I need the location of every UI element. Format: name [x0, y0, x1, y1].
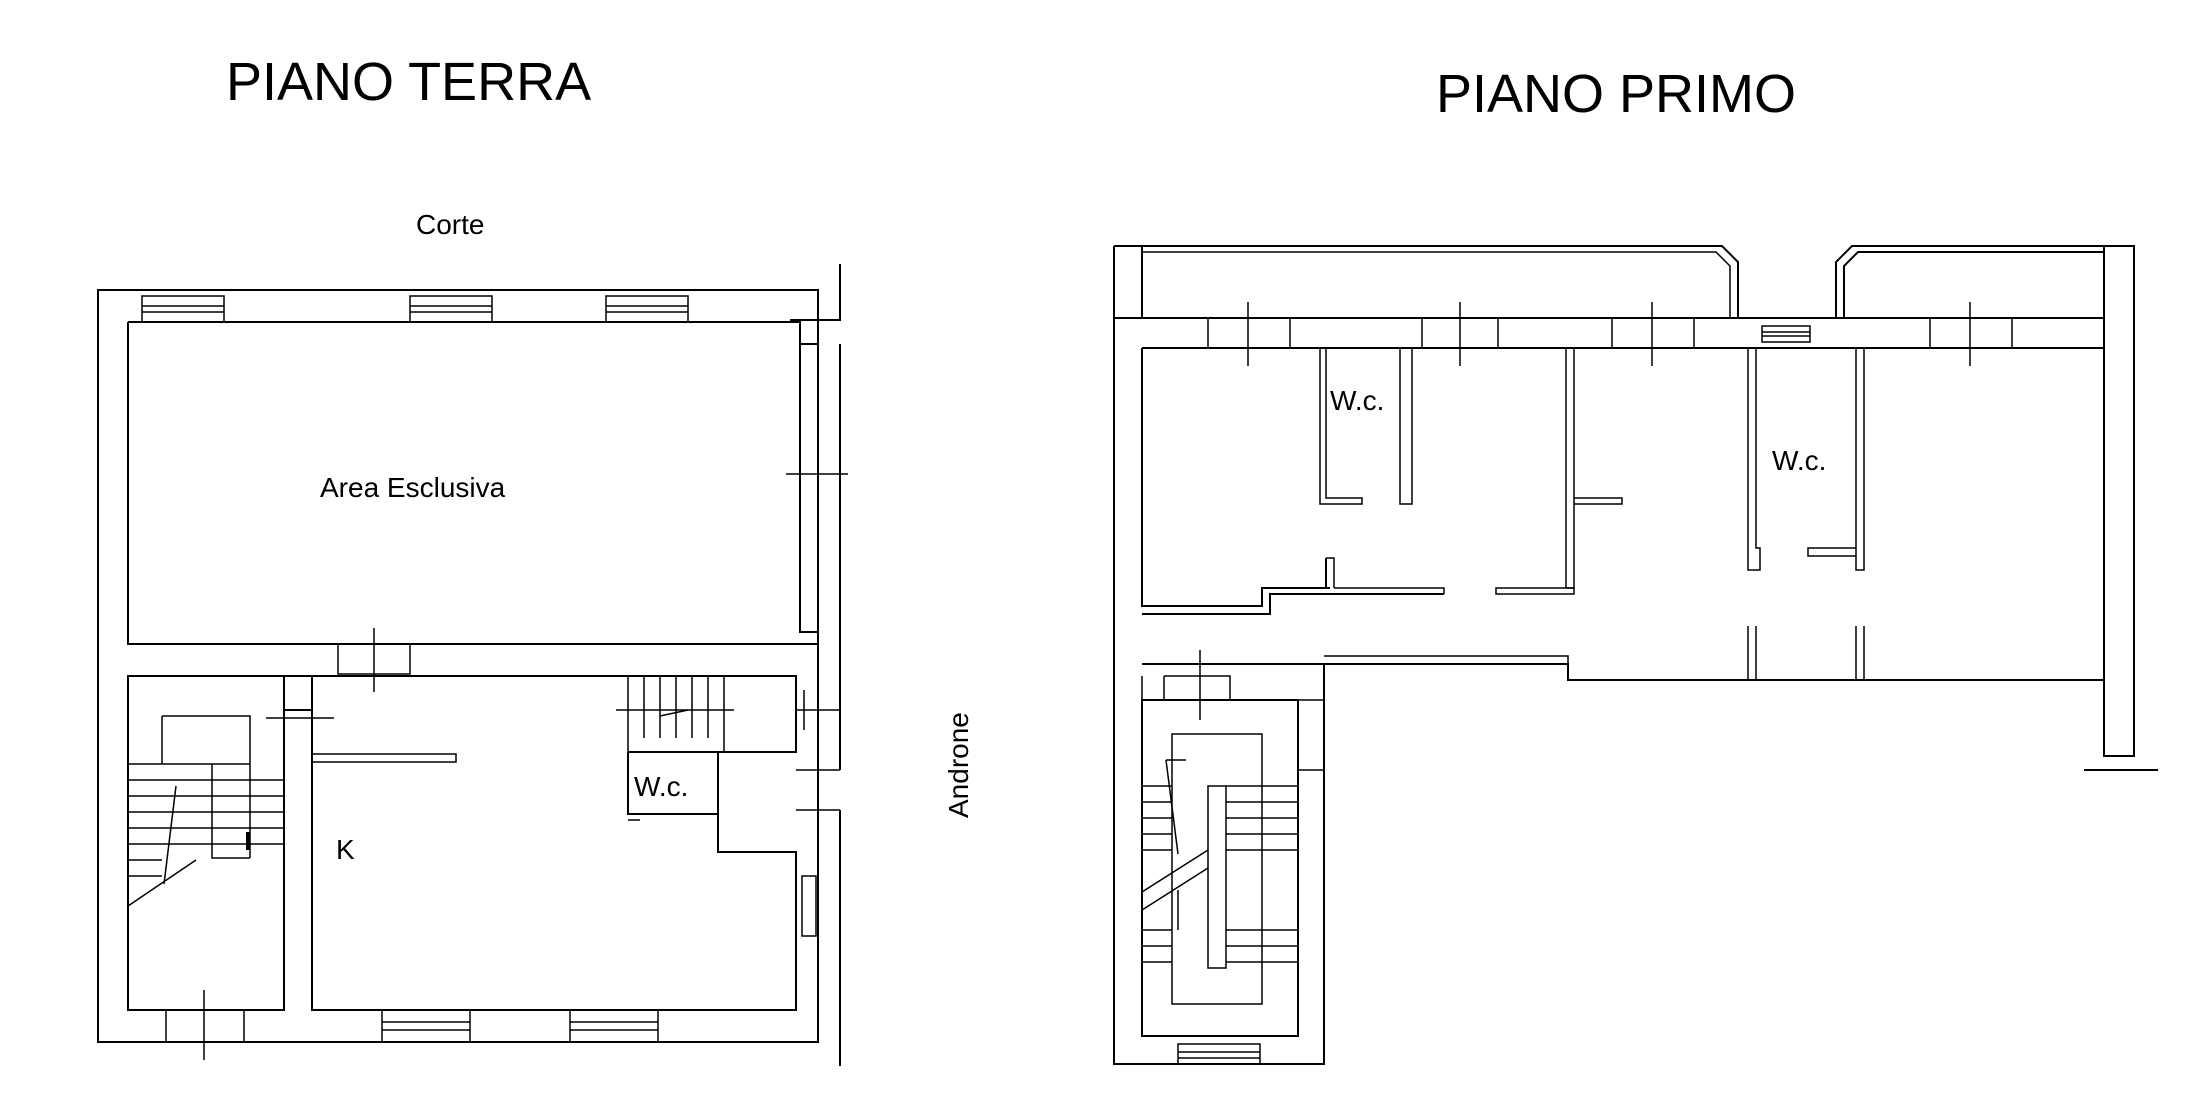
ground-floor-plan [97, 264, 848, 1066]
title-first-floor: PIANO PRIMO [1436, 64, 1796, 124]
first-interior-walls [1141, 348, 1444, 615]
label-exclusive-area: Area Esclusiva [320, 472, 506, 503]
first-balcony-left [1114, 245, 1739, 319]
kitchen-right-window [801, 875, 817, 937]
label-wc-first-left: W.c. [1330, 385, 1384, 416]
label-courtyard: Corte [416, 209, 484, 240]
ground-outer-wall [97, 289, 819, 1043]
label-entrance-hall: Androne [943, 712, 974, 818]
ground-bottom-windows [381, 1009, 659, 1043]
ground-right-boundary [817, 264, 841, 1066]
first-center-wall [1565, 348, 1623, 589]
label-kitchen: K [336, 834, 355, 865]
first-floor-plan [1113, 245, 2158, 1065]
title-ground-floor: PIANO TERRA [226, 52, 591, 112]
label-wc-ground: W.c. [634, 771, 688, 802]
first-staircase [1141, 650, 1324, 1065]
ground-stair-door [165, 1009, 245, 1043]
ground-staircase-walls [127, 675, 285, 1011]
first-balcony-right [1835, 245, 2104, 318]
kitchen-counter [311, 753, 457, 763]
ground-stair-treads [127, 763, 284, 907]
first-windows [1207, 302, 2013, 366]
ground-small-stair [616, 675, 734, 753]
first-front-wall [1142, 317, 2104, 349]
first-outer-wall [1113, 245, 2135, 1065]
room-wc-ground [627, 751, 796, 853]
first-wc-right [1747, 348, 1865, 571]
label-wc-first-right: W.c. [1772, 445, 1826, 476]
ground-top-windows [141, 295, 689, 323]
ground-staircase-inner [161, 715, 251, 859]
first-wc-left [1319, 348, 1413, 505]
